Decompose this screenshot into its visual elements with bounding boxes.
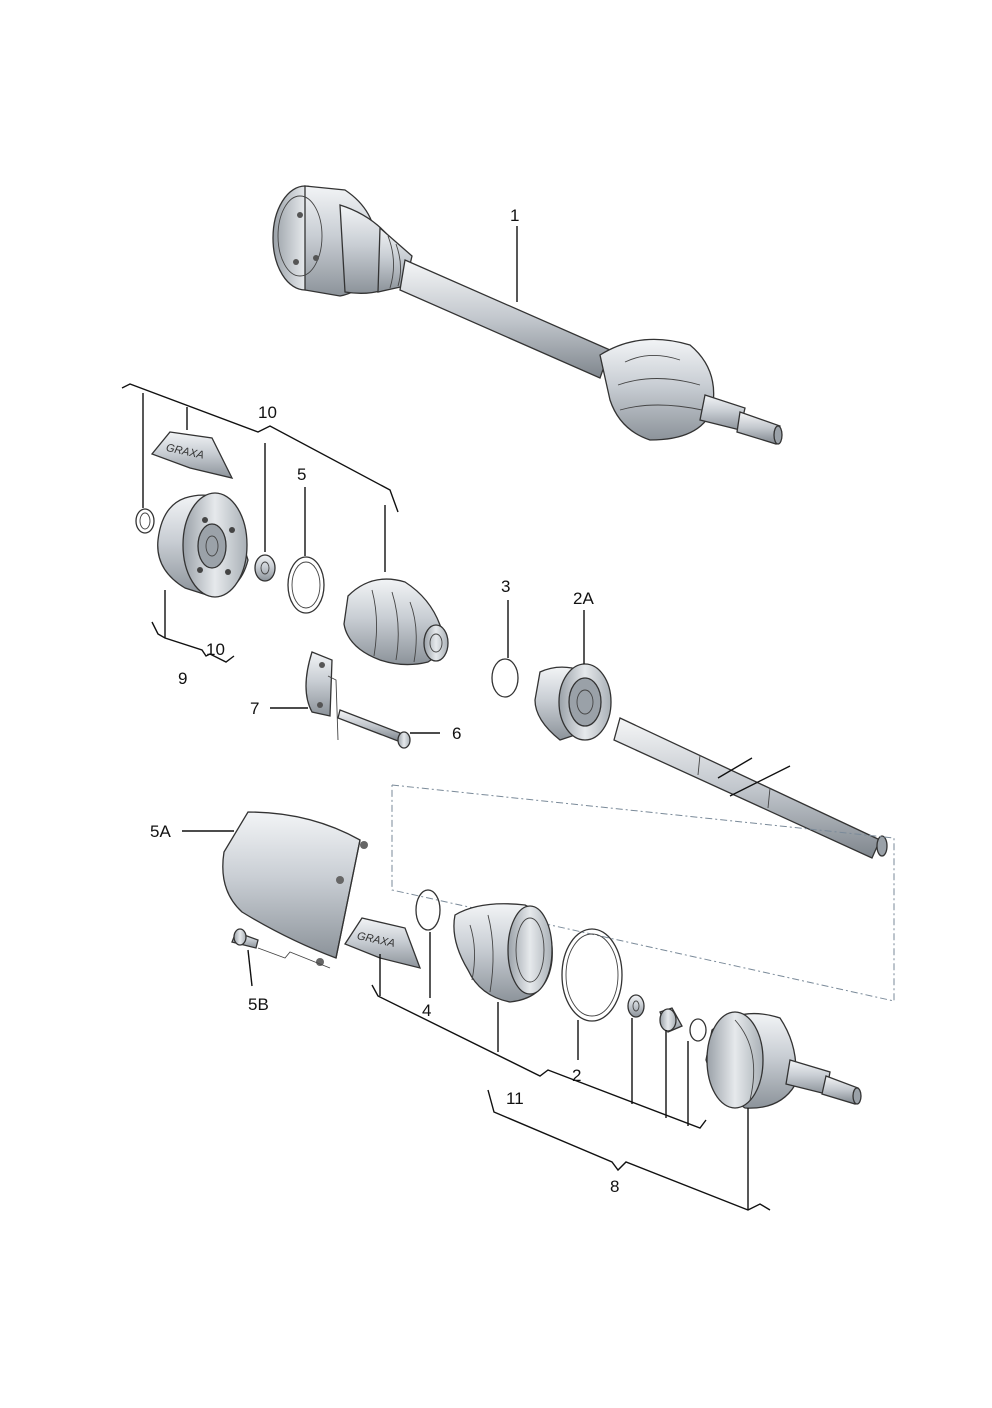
label-2: 2 bbox=[572, 1066, 581, 1085]
outer-boot[interactable] bbox=[453, 903, 553, 1003]
intermediate-shaft[interactable] bbox=[613, 717, 888, 859]
callout-labels: 1 10 5 3 2A 10 9 7 6 5A 5B 4 2 11 8 bbox=[150, 206, 619, 1196]
grease-packet-bottom[interactable]: GRAXA bbox=[344, 917, 422, 969]
label-5A: 5A bbox=[150, 822, 171, 841]
label-8: 8 bbox=[610, 1177, 619, 1196]
alignment-outline bbox=[391, 784, 895, 1002]
dished-washer[interactable] bbox=[254, 554, 276, 582]
label-10-top: 10 bbox=[258, 403, 277, 422]
protective-plate[interactable] bbox=[305, 651, 333, 717]
label-3: 3 bbox=[501, 577, 510, 596]
label-6: 6 bbox=[452, 724, 461, 743]
spacer-ring[interactable] bbox=[659, 1007, 683, 1033]
inner-cv-joint[interactable] bbox=[157, 492, 249, 598]
label-5B: 5B bbox=[248, 995, 269, 1014]
label-10-bottom: 10 bbox=[206, 640, 225, 659]
circlip-3[interactable] bbox=[491, 658, 519, 698]
label-2A: 2A bbox=[573, 589, 594, 608]
hex-bolt[interactable] bbox=[337, 709, 411, 749]
drive-shaft-assembly[interactable] bbox=[272, 185, 783, 445]
label-9: 9 bbox=[178, 669, 187, 688]
heat-shield[interactable] bbox=[222, 811, 368, 966]
grease-packet-top[interactable]: GRAXA bbox=[150, 431, 234, 479]
label-5: 5 bbox=[297, 465, 306, 484]
bearing-assembly[interactable] bbox=[534, 663, 612, 741]
label-11: 11 bbox=[506, 1089, 524, 1108]
outer-cv-joint[interactable] bbox=[705, 1011, 862, 1109]
boot-clamp[interactable] bbox=[561, 928, 623, 1022]
label-7: 7 bbox=[250, 699, 259, 718]
label-1: 1 bbox=[510, 206, 519, 225]
circlip-small-left[interactable] bbox=[135, 508, 155, 534]
inner-boot[interactable] bbox=[343, 578, 449, 666]
label-4: 4 bbox=[422, 1001, 431, 1020]
boot-clip-ring[interactable] bbox=[287, 556, 325, 614]
clip-4[interactable] bbox=[415, 889, 441, 931]
circlip-outer[interactable] bbox=[689, 1018, 707, 1042]
dished-spring[interactable] bbox=[627, 994, 645, 1018]
leader-lines bbox=[121, 226, 771, 1211]
shield-bolt[interactable] bbox=[231, 928, 259, 949]
